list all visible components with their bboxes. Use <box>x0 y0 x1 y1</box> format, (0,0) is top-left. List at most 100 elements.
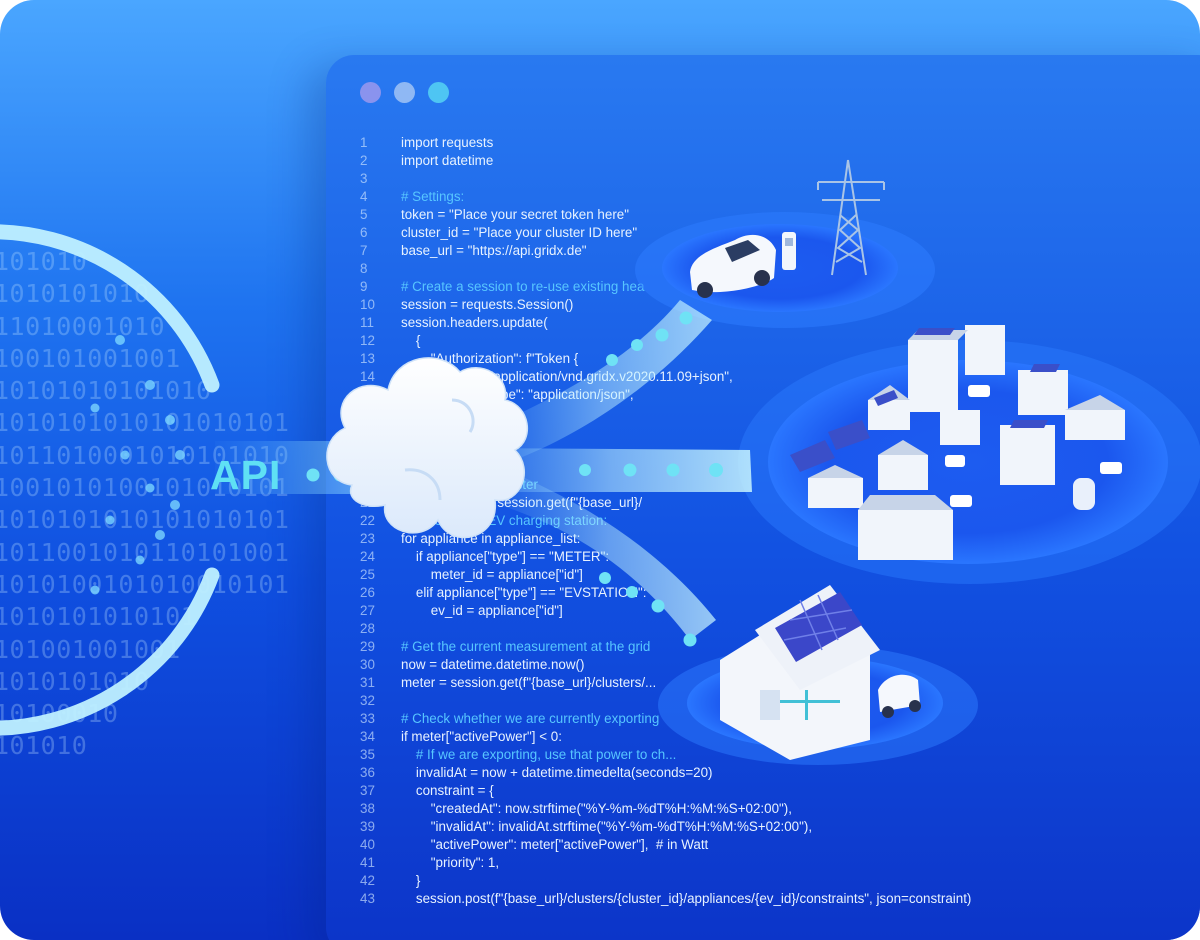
code-text: # Check whether we are currently exporti… <box>401 711 660 726</box>
line-number: 22 <box>360 513 375 528</box>
code-text: meter = session.get(f"{base_url}/cluster… <box>401 675 893 690</box>
line-number: 4 <box>360 189 368 204</box>
binary-row: 1010100101010010101 <box>0 569 290 599</box>
code-text: invalidAt = now + datetime.timedelta(sec… <box>401 765 713 780</box>
code-line: 33 # Check whether we are currently expor… <box>326 710 1200 728</box>
line-number: 16 <box>360 405 375 420</box>
code-line: 35 # If we are exporting, use that power… <box>326 746 1200 764</box>
code-text: meter_id = appliance["id"] <box>401 567 583 582</box>
code-line: 13 "Authorization": f"Token { <box>326 350 1200 368</box>
code-line: 8 <box>326 260 1200 278</box>
code-line: 38 "createdAt": now.strftime("%Y-%m-%dT%… <box>326 800 1200 818</box>
code-text: "Accept": "application/vnd.gridx.v2020.1… <box>401 369 733 384</box>
code-line: 36 invalidAt = now + datetime.timedelta(… <box>326 764 1200 782</box>
code-line: 42 } <box>326 872 1200 890</box>
line-number: 25 <box>360 567 375 582</box>
line-number: 32 <box>360 693 375 708</box>
line-number: 37 <box>360 783 375 798</box>
line-number: 12 <box>360 333 375 348</box>
line-number: 38 <box>360 801 375 816</box>
line-number: 26 <box>360 585 375 600</box>
code-line: 20 # ...DERs in the cluster <box>326 476 1200 494</box>
binary-row: 11010001010 <box>0 311 166 341</box>
code-line: 12 { <box>326 332 1200 350</box>
window-dot-cyan-icon <box>428 82 449 103</box>
binary-row: 10101010101010 <box>0 376 212 406</box>
code-line: 24 if appliance["type"] == "METER": <box>326 548 1200 566</box>
line-number: 24 <box>360 549 375 564</box>
code-text: session.headers.update( <box>401 315 548 330</box>
code-text: "Authorization": f"Token { <box>401 351 579 366</box>
code-line: 41 "priority": 1, <box>326 854 1200 872</box>
binary-row: 1010101010 <box>0 279 150 309</box>
binary-row: 1010101010101010101 <box>0 408 290 438</box>
code-line: 22# ...meter and EV charging station: <box>326 512 1200 530</box>
line-number: 15 <box>360 387 375 402</box>
line-number: 13 <box>360 351 375 366</box>
binary-row: 1010101010 <box>0 666 150 696</box>
code-line: 9 # Create a session to re-use existing h… <box>326 278 1200 296</box>
line-number: 18 <box>360 441 375 456</box>
code-text: # ...DERs in the cluster <box>401 477 538 492</box>
binary-row: 101001001001 <box>0 634 181 664</box>
code-text: "Content-Type": "application/json", <box>401 387 634 402</box>
code-line: 29 # Get the current measurement at the g… <box>326 638 1200 656</box>
binary-row: 101010 <box>0 247 88 276</box>
code-line: 4# Settings: <box>326 188 1200 206</box>
code-text: appliance_list = session.get(f"{base_url… <box>401 495 643 510</box>
window-dot-purple-icon <box>360 82 381 103</box>
line-number: 3 <box>360 171 368 186</box>
code-line: 26 elif appliance["type"] == "EVSTATION"… <box>326 584 1200 602</box>
line-number: 43 <box>360 891 375 906</box>
line-number: 29 <box>360 639 375 654</box>
code-line: 14 "Accept": "application/vnd.gridx.v202… <box>326 368 1200 386</box>
code-text: session.post(f"{base_url}/clusters/{clus… <box>401 891 972 906</box>
line-number: 21 <box>360 495 375 510</box>
code-line: 32 <box>326 692 1200 710</box>
code-text: elif appliance["type"] == "EVSTATION": <box>401 585 647 600</box>
code-text: # Create a session to re-use existing he… <box>401 279 645 294</box>
code-line: 40 "activePower": meter["activePower"], … <box>326 836 1200 854</box>
line-number: 10 <box>360 297 375 312</box>
api-label: API <box>210 452 282 498</box>
line-number: 9 <box>360 279 368 294</box>
code-line: 15 "Content-Type": "application/json", <box>326 386 1200 404</box>
line-number: 30 <box>360 657 375 672</box>
line-number: 34 <box>360 729 375 744</box>
binary-row: 1010101010101010101 <box>0 505 290 535</box>
line-number: 20 <box>360 477 375 492</box>
code-text: # If we are exporting, use that power to… <box>401 747 677 762</box>
code-line: 43 session.post(f"{base_url}/clusters/{c… <box>326 890 1200 908</box>
line-number: 42 <box>360 873 375 888</box>
binary-row: 10100010 <box>0 699 119 729</box>
code-text: for appliance in appliance_list: <box>401 531 581 546</box>
line-number: 7 <box>360 243 368 258</box>
code-text: } <box>401 873 421 888</box>
line-number: 28 <box>360 621 375 636</box>
code-line: 3 <box>326 170 1200 188</box>
code-line: 16 <box>326 404 1200 422</box>
line-number: 6 <box>360 225 368 240</box>
code-text: "activePower": meter["activePower"], # i… <box>401 837 709 852</box>
line-number: 17 <box>360 423 375 438</box>
line-number: 2 <box>360 153 368 168</box>
code-text: "invalidAt": invalidAt.strftime("%Y-%m-%… <box>401 819 813 834</box>
code-line: 17 <box>326 422 1200 440</box>
binary-row: 1010101010101 <box>0 602 197 632</box>
code-line: 21 appliance_list = session.get(f"{base_u… <box>326 494 1200 512</box>
code-line: 25 meter_id = appliance["id"] <box>326 566 1200 584</box>
code-text: { <box>401 333 421 348</box>
code-line: 27 ev_id = appliance["id"] <box>326 602 1200 620</box>
line-number: 19 <box>360 459 375 474</box>
code-text: # Get the current measurement at the gri… <box>401 639 651 654</box>
line-number: 33 <box>360 711 375 726</box>
binary-row: 1011001010110101001 <box>0 537 290 567</box>
